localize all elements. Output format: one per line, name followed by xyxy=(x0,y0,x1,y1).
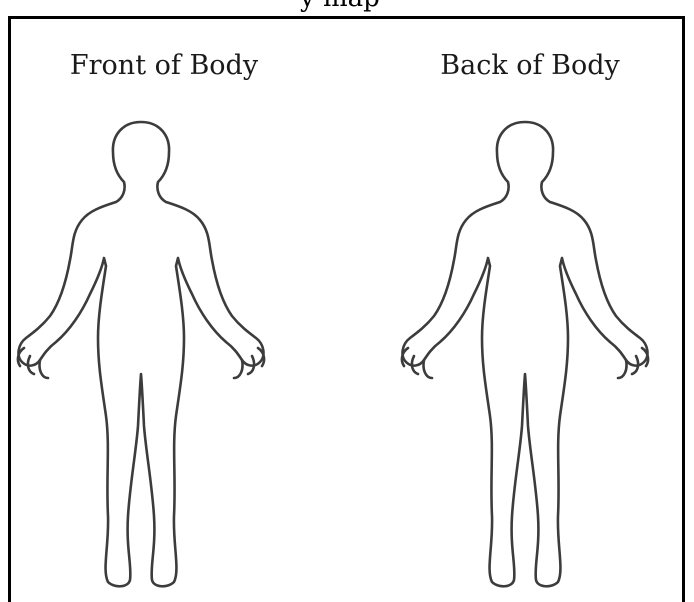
human-body-outline-front-icon xyxy=(10,116,272,594)
cropped-heading-text: y map xyxy=(300,0,380,12)
back-body-figure xyxy=(394,116,656,594)
back-of-body-label: Back of Body xyxy=(410,50,650,82)
front-body-figure xyxy=(10,116,272,594)
human-body-outline-back-icon xyxy=(394,116,656,594)
front-of-body-label: Front of Body xyxy=(44,50,284,82)
cropped-heading: y map xyxy=(300,0,540,16)
